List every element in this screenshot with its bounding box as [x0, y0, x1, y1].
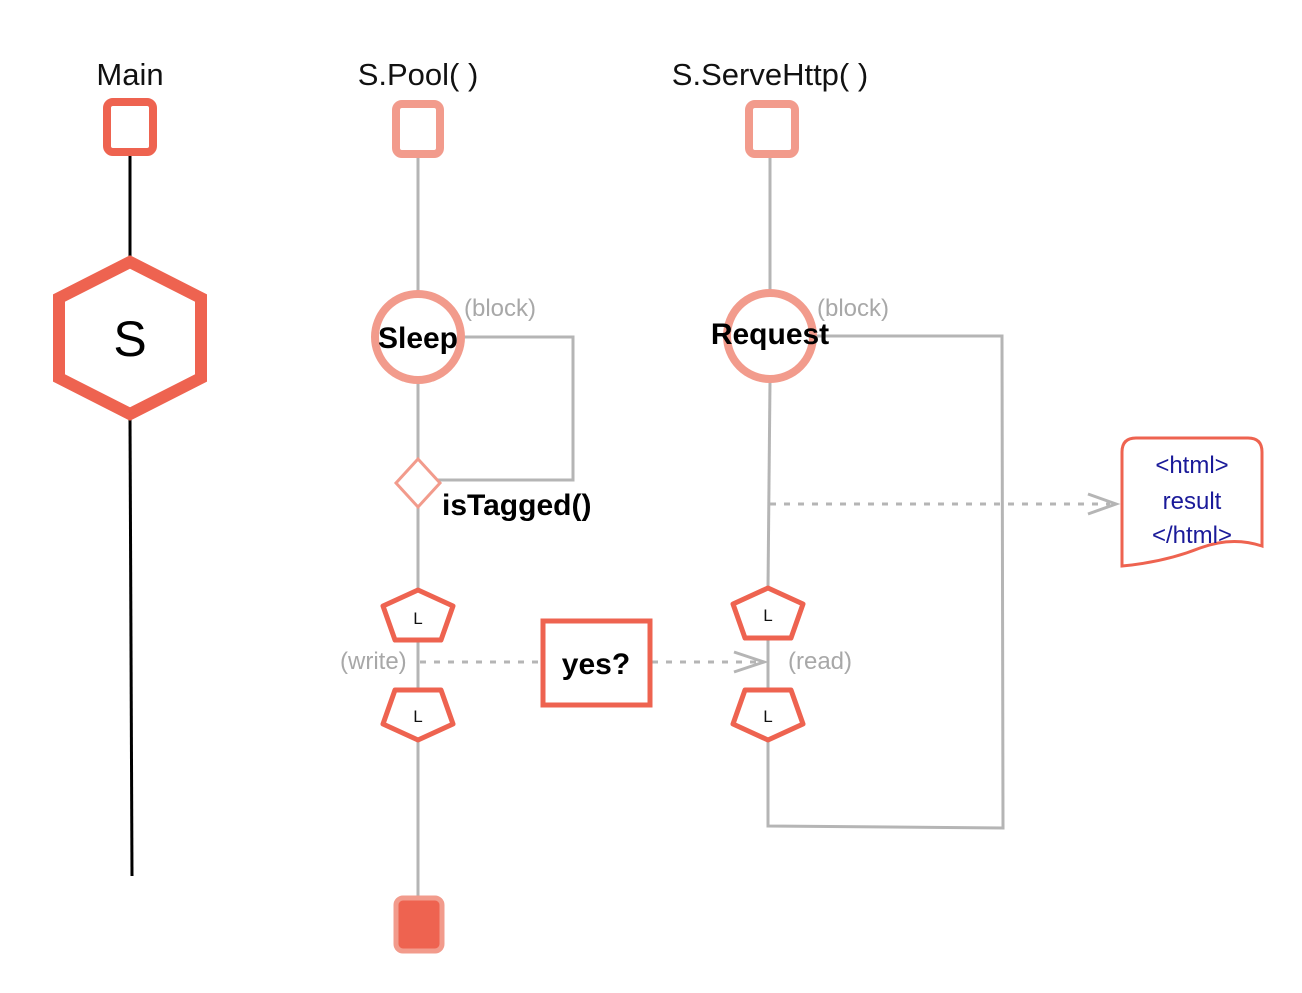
pool-lock-node-1	[380, 587, 456, 643]
main-hexagon-node	[53, 255, 207, 421]
lane-title-main: Main	[96, 57, 163, 92]
write-note: (write)	[340, 648, 407, 675]
request-label: Request	[711, 318, 829, 351]
html-doc-line-1: <html>	[1155, 452, 1228, 479]
pool-lock-label-1: L	[413, 609, 422, 628]
serve-lock-label-1: L	[763, 606, 772, 625]
main-lifeline-bottom	[128, 417, 134, 877]
main-hexagon-label: S	[113, 311, 146, 367]
html-doc-line-3: </html>	[1152, 522, 1232, 549]
lane-title-serve: S.ServeHttp( )	[672, 57, 868, 92]
request-node	[723, 289, 817, 383]
serve-start-node	[745, 100, 799, 158]
pool-lock-label-2: L	[413, 707, 422, 726]
sleep-node	[371, 290, 465, 384]
request-block-note: (block)	[817, 295, 889, 322]
serve-lock-label-2: L	[763, 707, 772, 726]
message-exchange: yes?	[420, 618, 769, 708]
main-lane: S	[53, 98, 207, 877]
yes-message-box	[540, 618, 653, 708]
main-start-node	[103, 98, 157, 156]
html-document-node	[1120, 436, 1264, 568]
yes-message-label: yes?	[562, 648, 630, 681]
serve-loop-edge	[766, 334, 1005, 830]
sleep-label: Sleep	[378, 322, 458, 355]
is-tagged-decision-node	[393, 456, 443, 510]
serve-lock-node-2	[730, 687, 806, 743]
lane-title-pool: S.Pool( )	[358, 57, 479, 92]
pool-loop-edge	[438, 335, 575, 482]
read-note: (read)	[788, 648, 852, 675]
serve-lock-node-1	[730, 585, 806, 641]
is-tagged-label: isTagged()	[442, 489, 591, 522]
output-arrowhead	[1087, 492, 1121, 516]
pool-lock-node-2	[380, 687, 456, 743]
pool-end-node	[393, 895, 445, 954]
html-output: <html> result </html>	[770, 436, 1264, 568]
pool-start-node	[392, 100, 444, 158]
read-arrowhead	[733, 650, 769, 674]
serve-lane: Request (block) L (read) L	[711, 100, 1005, 830]
html-doc-line-2: result	[1163, 488, 1222, 515]
pool-lane: Sleep (block) isTagged() L (write) L	[340, 100, 591, 954]
sleep-block-note: (block)	[464, 295, 536, 322]
